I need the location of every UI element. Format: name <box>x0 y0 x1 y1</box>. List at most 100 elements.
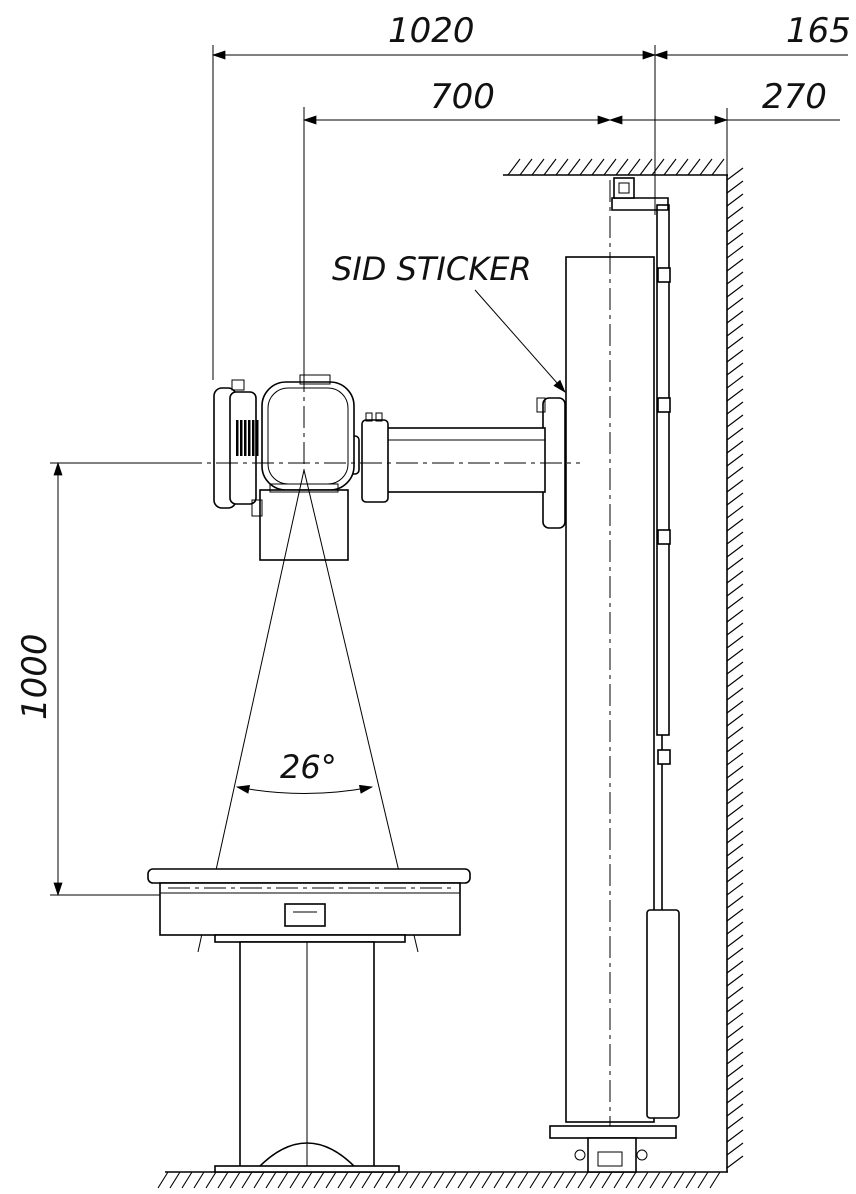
dimension-wall-offset-top: 165 <box>653 11 851 215</box>
wall-hatch-line <box>726 453 744 467</box>
wall-hatch-line <box>726 700 744 714</box>
wall-hatch-line <box>726 1090 744 1104</box>
floor-hatch-line <box>517 1171 529 1189</box>
floor-hatch-line <box>649 1171 661 1189</box>
floor-hatch-line <box>457 1171 469 1189</box>
wall-hatch-line <box>726 245 744 259</box>
wall-hatch-line <box>726 804 744 818</box>
beam-angle-label: 26° <box>280 748 337 786</box>
ceiling-hatch-line <box>519 158 533 176</box>
wall-hatch-line <box>726 492 744 506</box>
floor-hatch-line <box>613 1171 625 1189</box>
wall-hatch-line <box>726 1116 744 1130</box>
wall-hatch-line <box>726 765 744 779</box>
ceiling-hatch-line <box>555 158 569 176</box>
wall-hatch-line <box>726 440 744 454</box>
wall-hatch-line <box>726 947 744 961</box>
wall-hatch-line <box>726 1129 744 1143</box>
floor-hatch-line <box>409 1171 421 1189</box>
wall-hatch-line <box>726 336 744 350</box>
wall-hatch-line <box>726 1012 744 1026</box>
wall-hatch-line <box>726 479 744 493</box>
dimension-overall-width: 1020 <box>211 11 657 380</box>
floor-hatch-line <box>685 1171 697 1189</box>
wall-hatch-line <box>726 1142 744 1156</box>
floor-hatch-line <box>637 1171 649 1189</box>
dimension-label-270: 270 <box>762 77 827 117</box>
wall-hatch-line <box>726 323 744 337</box>
dimension-column-to-wall: 270 <box>608 77 840 175</box>
wall-hatch-line <box>726 635 744 649</box>
wall-hatch-line <box>726 219 744 233</box>
ceiling-hatch-line <box>591 158 605 176</box>
wall-hatch-line <box>726 427 744 441</box>
floor-hatch-line <box>469 1171 481 1189</box>
floor-hatch-line <box>253 1171 265 1189</box>
patient-table <box>147 868 471 1173</box>
dimension-label-1020: 1020 <box>388 11 475 51</box>
wall-hatch-line <box>726 518 744 532</box>
wall-hatch-line <box>726 193 744 207</box>
floor-hatch-line <box>181 1171 193 1189</box>
wall-hatch-line <box>726 908 744 922</box>
wall-hatch-line <box>726 466 744 480</box>
ceiling-hatch-line <box>627 158 641 176</box>
floor-hatch-line <box>565 1171 577 1189</box>
wall-hatch-line <box>726 297 744 311</box>
wall-hatch-line <box>726 986 744 1000</box>
floor-hatch-line <box>421 1171 433 1189</box>
grip-ridge <box>244 420 247 456</box>
floor-hatch-line <box>361 1171 373 1189</box>
wall-hatch-line <box>726 375 744 389</box>
column-stand <box>549 177 680 1173</box>
wall-hatch-line <box>726 167 744 181</box>
floor-hatch-line <box>493 1171 505 1189</box>
wall-hatch-line <box>726 401 744 415</box>
dimension-tube-to-column: 700 <box>302 77 612 460</box>
wall-hatch-line <box>726 310 744 324</box>
floor-hatch-line <box>193 1171 205 1189</box>
floor-hatch-line <box>673 1171 685 1189</box>
wall-hatch-line <box>726 531 744 545</box>
floor-hatch-line <box>157 1171 169 1189</box>
floor-hatch-line <box>553 1171 565 1189</box>
floor-hatch-line <box>301 1171 313 1189</box>
grip-ridge <box>240 420 243 456</box>
floor-hatch-line <box>373 1171 385 1189</box>
wall-hatch-line <box>726 687 744 701</box>
floor-hatch-line <box>397 1171 409 1189</box>
wall-hatch-line <box>726 1064 744 1078</box>
floor-hatch-line <box>625 1171 637 1189</box>
ceiling-hatch-line <box>711 158 725 176</box>
ceiling-hatch-line <box>567 158 581 176</box>
wall-hatch-line <box>726 843 744 857</box>
wall-hatch-line <box>726 726 744 740</box>
wall-hatch-line <box>726 882 744 896</box>
floor-hatch-line <box>241 1171 253 1189</box>
xray-tube-head <box>213 374 355 561</box>
wall-hatch-line <box>726 817 744 831</box>
grip-ridge <box>236 420 239 456</box>
wall-hatch-line <box>726 713 744 727</box>
floor-hatch-line <box>505 1171 517 1189</box>
xray-beam-cone: 26° <box>197 469 419 953</box>
wall-hatch-line <box>726 1155 744 1169</box>
ceiling <box>503 158 728 176</box>
ceiling-hatch-line <box>603 158 617 176</box>
wall-hatch-line <box>726 973 744 987</box>
wall-hatch-line <box>726 362 744 376</box>
floor-hatch-line <box>541 1171 553 1189</box>
wall-hatch-line <box>726 596 744 610</box>
wall-hatch-line <box>726 830 744 844</box>
wall-hatch-line <box>726 544 744 558</box>
sid-sticker-label: SID STICKER <box>332 250 532 288</box>
wall-hatch-line <box>726 284 744 298</box>
ceiling-hatch-line <box>543 158 557 176</box>
grip-ridge <box>252 420 255 456</box>
dimension-label-1000: 1000 <box>15 633 55 720</box>
floor-hatch-line <box>169 1171 181 1189</box>
wall-hatch-line <box>726 388 744 402</box>
sid-sticker-callout: SID STICKER <box>332 250 566 393</box>
